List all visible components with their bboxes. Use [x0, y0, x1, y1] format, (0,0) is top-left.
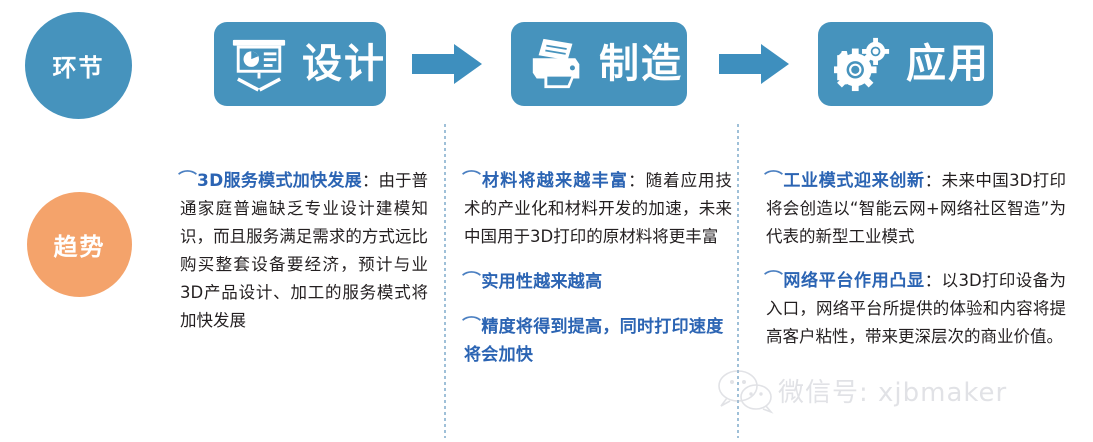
step-pill-application[interactable]: 应用 — [818, 22, 993, 106]
bullet-arc-icon: ⌒ — [462, 314, 482, 333]
step-pill-manufacture[interactable]: 制造 — [511, 22, 687, 106]
stage-label-text: 环节 — [52, 54, 105, 82]
bullet-arc-icon: ⌒ — [462, 269, 482, 288]
printer-icon — [532, 38, 580, 89]
presentation-board-icon — [232, 39, 286, 92]
trend-label-circle: 趋势 — [27, 192, 132, 297]
trend-heading: 材料将越来越丰富 — [481, 170, 629, 191]
trend-paragraph: ⌒网络平台作用凸显：以3D打印设备为入口，网络平台所提供的体验和内容将提高客户粘… — [764, 267, 1067, 351]
trend-paragraph: ⌒实用性越来越高 — [462, 268, 732, 296]
trend-item: ⌒实用性越来越高 — [462, 268, 732, 296]
trend-body: 未来中国3D打印将会创造以“智能云网+网络社区智造”为代表的新型工业模式 — [766, 170, 1067, 246]
step-label-design: 设计 — [302, 41, 386, 87]
step-pill-design[interactable]: 设计 — [214, 22, 386, 106]
column-divider-2 — [737, 124, 739, 438]
watermark: 微信号: xjbmaker — [716, 366, 1076, 422]
trend-colon: ： — [924, 271, 942, 290]
trend-body: 由于普通家庭普遍缺乏专业设计建模知识，而且服务满足需求的方式远比购买整套设备要经… — [180, 170, 429, 330]
trend-column-manufacture: ⌒材料将越来越丰富：随着应用技术的产业化和材料开发的加速，未来中国用于3D打印的… — [462, 150, 733, 386]
step-label-application: 应用 — [906, 41, 990, 87]
arrow-right-icon-2 — [719, 44, 789, 84]
bullet-arc-icon: ⌒ — [462, 168, 481, 187]
trend-column-application: ⌒工业模式迎来创新：未来中国3D打印将会创造以“智能云网+网络社区智造”为代表的… — [764, 150, 1067, 368]
trend-column-design: ⌒3D服务模式加快发展：由于普通家庭普遍缺乏专业设计建模知识，而且服务满足需求的… — [178, 150, 429, 351]
trend-heading: 3D服务模式加快发展 — [197, 170, 362, 191]
trend-colon: ： — [361, 170, 379, 190]
arrow-right-icon-1 — [412, 44, 482, 84]
watermark-text: 微信号: xjbmaker — [778, 378, 1008, 408]
trend-heading: 网络平台作用凸显 — [783, 271, 925, 291]
trend-paragraph: ⌒工业模式迎来创新：未来中国3D打印将会创造以“智能云网+网络社区智造”为代表的… — [764, 167, 1067, 251]
trend-paragraph: ⌒材料将越来越丰富：随着应用技术的产业化和材料开发的加速，未来中国用于3D打印的… — [462, 167, 733, 251]
bullet-arc-icon: ⌒ — [764, 168, 783, 187]
trend-item: ⌒材料将越来越丰富：随着应用技术的产业化和材料开发的加速，未来中国用于3D打印的… — [462, 167, 733, 251]
trend-colon: ： — [628, 170, 646, 190]
trend-item: ⌒工业模式迎来创新：未来中国3D打印将会创造以“智能云网+网络社区智造”为代表的… — [764, 167, 1067, 251]
trend-body: 随着应用技术的产业化和材料开发的加速，未来中国用于3D打印的原材料将更丰富 — [464, 170, 733, 246]
trend-paragraph: ⌒精度将得到提高，同时打印速度将会加快 — [462, 313, 732, 369]
trend-heading: 精度将得到提高，同时打印速度将会加快 — [464, 316, 724, 365]
trend-body: 以3D打印设备为入口，网络平台所提供的体验和内容将提高客户粘性，带来更深层次的商… — [766, 271, 1067, 346]
trend-paragraph: ⌒3D服务模式加快发展：由于普通家庭普遍缺乏专业设计建模知识，而且服务满足需求的… — [178, 167, 429, 335]
step-label-manufacture: 制造 — [599, 41, 683, 87]
trend-item: ⌒精度将得到提高，同时打印速度将会加快 — [462, 313, 732, 369]
trend-label-text: 趋势 — [53, 233, 106, 261]
trend-item: ⌒3D服务模式加快发展：由于普通家庭普遍缺乏专业设计建模知识，而且服务满足需求的… — [178, 167, 429, 335]
trend-item: ⌒网络平台作用凸显：以3D打印设备为入口，网络平台所提供的体验和内容将提高客户粘… — [764, 267, 1067, 351]
gears-icon — [834, 37, 890, 92]
trend-colon: ： — [924, 170, 942, 190]
column-divider-1 — [444, 124, 446, 438]
trend-heading: 工业模式迎来创新 — [783, 170, 925, 191]
bullet-arc-icon: ⌒ — [764, 269, 783, 287]
stage-label-circle: 环节 — [25, 12, 132, 119]
trend-heading: 实用性越来越高 — [481, 271, 603, 292]
bullet-arc-icon: ⌒ — [178, 168, 197, 187]
